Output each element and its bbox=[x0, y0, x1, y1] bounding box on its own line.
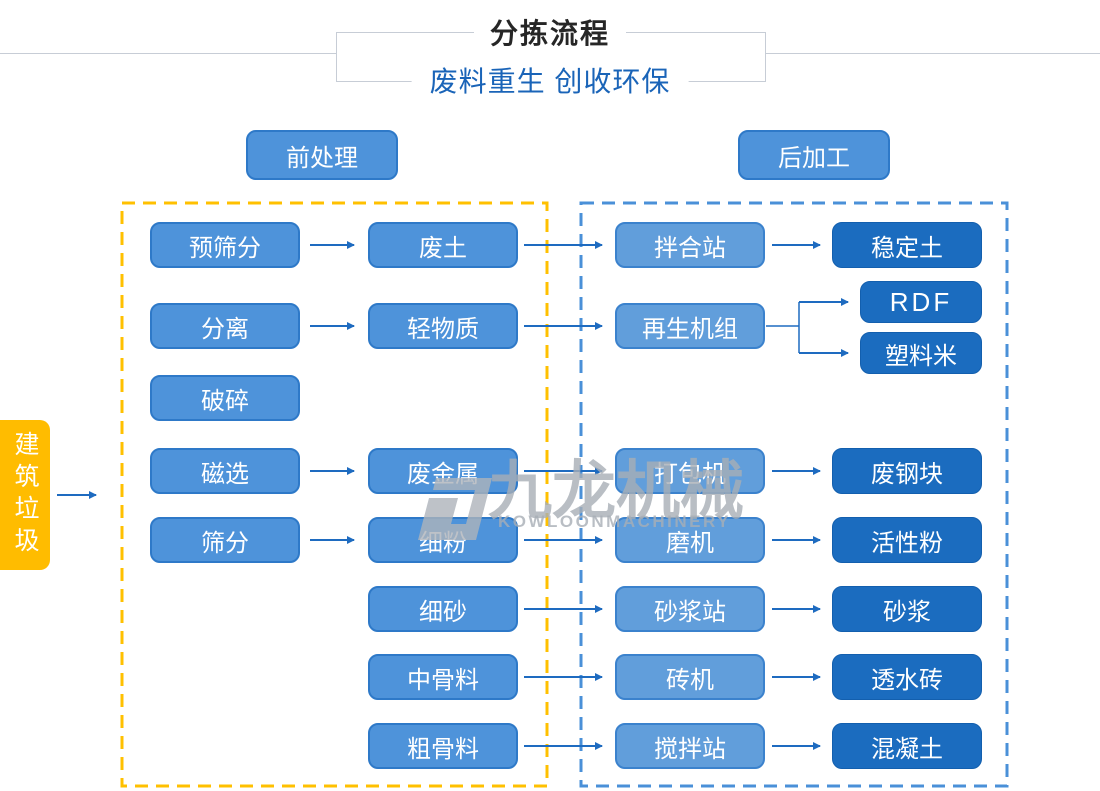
node-mill: 磨机 bbox=[615, 517, 765, 563]
node-mortar: 砂浆 bbox=[832, 586, 982, 632]
section-label-pre-processing: 前处理 bbox=[246, 130, 398, 180]
post-processing-frame bbox=[579, 201, 1009, 788]
node-permeable-brick: 透水砖 bbox=[832, 654, 982, 700]
node-scrap-steel-block: 废钢块 bbox=[832, 448, 982, 494]
node-concrete-mixing-plant: 搅拌站 bbox=[615, 723, 765, 769]
node-concrete: 混凝土 bbox=[832, 723, 982, 769]
node-plastic-pellets: 塑料米 bbox=[860, 332, 982, 374]
node-magnetic-separation: 磁选 bbox=[150, 448, 300, 494]
node-regeneration-unit: 再生机组 bbox=[615, 303, 765, 349]
page-title: 分拣流程 bbox=[473, 12, 627, 52]
node-fine-powder: 细粉 bbox=[368, 517, 518, 563]
page-subtitle: 废料重生 创收环保 bbox=[411, 60, 689, 100]
section-label-post-processing: 后加工 bbox=[738, 130, 890, 180]
node-waste-soil: 废土 bbox=[368, 222, 518, 268]
node-stabilized-soil: 稳定土 bbox=[832, 222, 982, 268]
node-active-powder: 活性粉 bbox=[832, 517, 982, 563]
pre-processing-frame bbox=[120, 201, 549, 788]
node-pre-screening: 预筛分 bbox=[150, 222, 300, 268]
node-waste-metal: 废金属 bbox=[368, 448, 518, 494]
node-screening: 筛分 bbox=[150, 517, 300, 563]
node-mixing-station: 拌合站 bbox=[615, 222, 765, 268]
node-brick-machine: 砖机 bbox=[615, 654, 765, 700]
node-baler: 打包机 bbox=[615, 448, 765, 494]
node-light-material: 轻物质 bbox=[368, 303, 518, 349]
arrow-lines bbox=[57, 241, 849, 750]
node-construction-waste: 建筑垃圾 bbox=[0, 420, 50, 570]
node-fine-sand: 细砂 bbox=[368, 586, 518, 632]
node-coarse-aggregate: 粗骨料 bbox=[368, 723, 518, 769]
node-crushing: 破碎 bbox=[150, 375, 300, 421]
node-medium-aggregate: 中骨料 bbox=[368, 654, 518, 700]
node-mortar-station: 砂浆站 bbox=[615, 586, 765, 632]
source-node-label: 建筑垃圾 bbox=[11, 431, 39, 559]
node-separation: 分离 bbox=[150, 303, 300, 349]
node-rdf: RDF bbox=[860, 281, 982, 323]
